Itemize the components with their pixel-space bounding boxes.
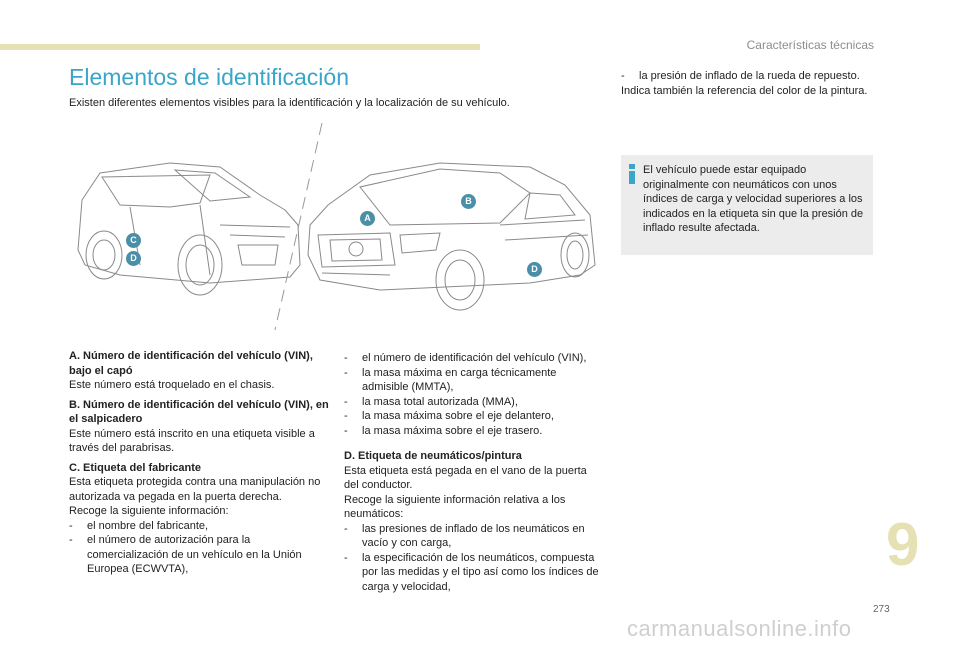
notice-text: El vehículo puede estar equipado origina… xyxy=(643,164,864,234)
text-c-intro: Recoge la siguiente información: xyxy=(69,505,229,517)
list-item: -la masa máxima en carga técnicamente ad… xyxy=(344,366,557,394)
list-item: -la masa máxima sobre el eje delantero, xyxy=(344,410,554,422)
label-badge-a: A xyxy=(360,211,375,226)
vehicle-illustration: A B C D D xyxy=(60,115,610,340)
list-item: -el número de autorización para la comer… xyxy=(69,534,302,575)
label-badge-b: B xyxy=(461,194,476,209)
watermark-text: carmanualsonline.info xyxy=(627,616,852,641)
text-d-intro: Recoge la siguiente información relativa… xyxy=(344,493,566,521)
intro-text: Existen diferentes elementos visibles pa… xyxy=(69,97,510,109)
label-badge-c: C xyxy=(126,233,141,248)
text-d: Esta etiqueta está pegada en el vano de … xyxy=(344,464,587,492)
heading-c: C. Etiqueta del fabricante xyxy=(69,461,202,474)
vehicle-drawing xyxy=(77,122,596,331)
column-right: -la presión de inflado de la rueda de re… xyxy=(621,69,871,98)
page-number: 273 xyxy=(873,604,890,615)
info-notice: El vehículo puede estar equipado origina… xyxy=(621,155,873,255)
list-item: -las presiones de inflado de los neumáti… xyxy=(344,522,585,550)
text-b: Este número está inscrito en una etiquet… xyxy=(69,427,315,455)
list-item: -la especificación de los neumáticos, co… xyxy=(344,551,599,593)
label-badge-d-right: D xyxy=(527,262,542,277)
heading-b: B. Número de identificación del vehículo… xyxy=(69,398,329,426)
heading-a: A. Número de identificación del vehículo… xyxy=(69,350,313,377)
info-icon xyxy=(629,164,635,184)
list-item: -el número de identificación del vehícul… xyxy=(344,352,587,364)
section-title: Características técnicas xyxy=(746,38,874,52)
text-paint-reference: Indica también la referencia del color d… xyxy=(621,84,868,97)
page-title: Elementos de identificación xyxy=(69,64,349,90)
column-middle: -el número de identificación del vehícul… xyxy=(344,351,604,594)
text-c: Esta etiqueta protegida contra una manip… xyxy=(69,476,321,503)
list-item: -la presión de inflado de la rueda de re… xyxy=(621,70,860,82)
list-item: -la masa total autorizada (MMA), xyxy=(344,395,518,408)
list-item: -la masa máxima sobre el eje trasero. xyxy=(344,424,543,437)
chapter-number: 9 xyxy=(886,511,920,578)
heading-d: D. Etiqueta de neumáticos/pintura xyxy=(344,450,522,462)
header-accent-bar xyxy=(0,44,480,50)
label-badge-d-left: D xyxy=(126,251,141,266)
list-item: -el nombre del fabricante, xyxy=(69,519,209,532)
column-left: A. Número de identificación del vehículo… xyxy=(69,349,331,577)
text-a: Este número está troquelado en el chasis… xyxy=(69,379,275,391)
